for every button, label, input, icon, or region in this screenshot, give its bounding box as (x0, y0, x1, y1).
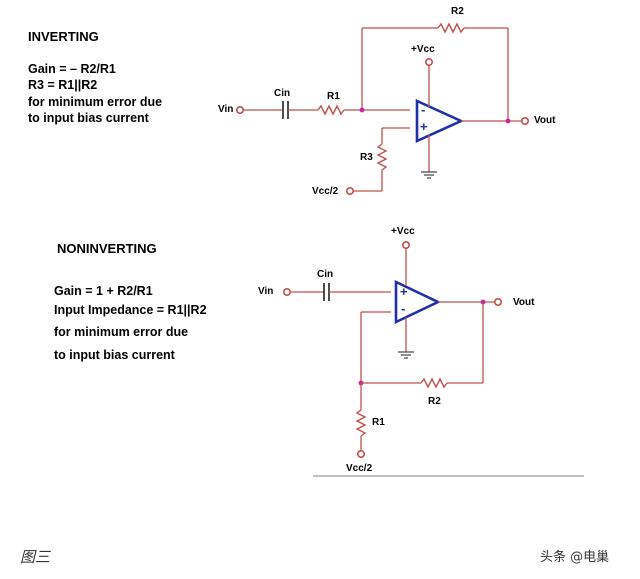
inv-vin-label: Vin (218, 104, 234, 115)
inv-r2-resistor (437, 22, 465, 34)
non-vout-label: Vout (513, 297, 535, 308)
inv-cin-capacitor (282, 101, 289, 119)
inv-vout-label: Vout (534, 115, 556, 126)
inv-r3-label: R3 (360, 152, 373, 163)
inv-vcc-label: +Vcc (411, 44, 435, 55)
non-vout-terminal (493, 297, 502, 306)
noninverting-gain-note: Gain = 1 + R2/R1 (54, 284, 153, 298)
inv-vcc-terminal (424, 57, 433, 66)
non-vcc2-label: Vcc/2 (346, 463, 373, 474)
non-cin-capacitor (323, 283, 330, 301)
inv-vcc2-label: Vcc/2 (312, 186, 339, 197)
inverting-bias-note: to input bias current (28, 111, 149, 125)
inv-plus-sign: + (420, 119, 428, 134)
inv-r1-label: R1 (327, 91, 340, 102)
noninverting-title: NONINVERTING (57, 241, 157, 256)
inv-opamp (415, 98, 465, 144)
non-plus-sign: + (400, 284, 408, 299)
non-cin-label: Cin (317, 269, 334, 280)
noninverting-error-note: for minimum error due (54, 325, 189, 339)
inverting-error-note: for minimum error due (28, 95, 163, 109)
inv-vcc2-terminal (345, 187, 354, 196)
non-minus-sign: - (401, 301, 406, 316)
non-vin-terminal (282, 287, 291, 296)
inv-output-node (505, 118, 511, 124)
source-watermark: 头条 @电巢 (540, 550, 610, 565)
inverting-r3-note: R3 = R1||R2 (28, 78, 98, 92)
inv-junction-node (359, 107, 365, 113)
noninverting-impedance-note: Input Impedance = R1||R2 (54, 303, 207, 317)
non-r2-label: R2 (428, 396, 441, 407)
inv-ground-symbol (421, 171, 437, 179)
inv-r3-resistor (376, 143, 388, 171)
non-r1-label: R1 (372, 417, 385, 428)
noninverting-bias-note: to input bias current (54, 348, 175, 362)
inv-cin-label: Cin (274, 88, 291, 99)
non-vcc-terminal (401, 241, 410, 250)
inv-vout-terminal (520, 117, 529, 126)
inv-minus-sign: - (421, 102, 426, 117)
non-vcc-label: +Vcc (391, 226, 415, 237)
noninverting-circuit (282, 241, 502, 458)
non-opamp (394, 279, 442, 325)
inverting-title: INVERTING (28, 29, 99, 44)
non-r1-resistor (355, 409, 367, 437)
inverting-gain-note: Gain = – R2/R1 (28, 62, 116, 76)
non-ground-symbol (398, 351, 414, 359)
figure-caption: 图三 (20, 548, 51, 566)
inv-vin-terminal (236, 106, 245, 115)
non-vcc2-terminal (356, 449, 365, 458)
non-r2-resistor (420, 377, 448, 389)
non-vin-label: Vin (258, 286, 274, 297)
inv-r2-label: R2 (451, 6, 464, 17)
inv-r1-resistor (317, 104, 345, 116)
inverting-circuit (236, 22, 529, 196)
